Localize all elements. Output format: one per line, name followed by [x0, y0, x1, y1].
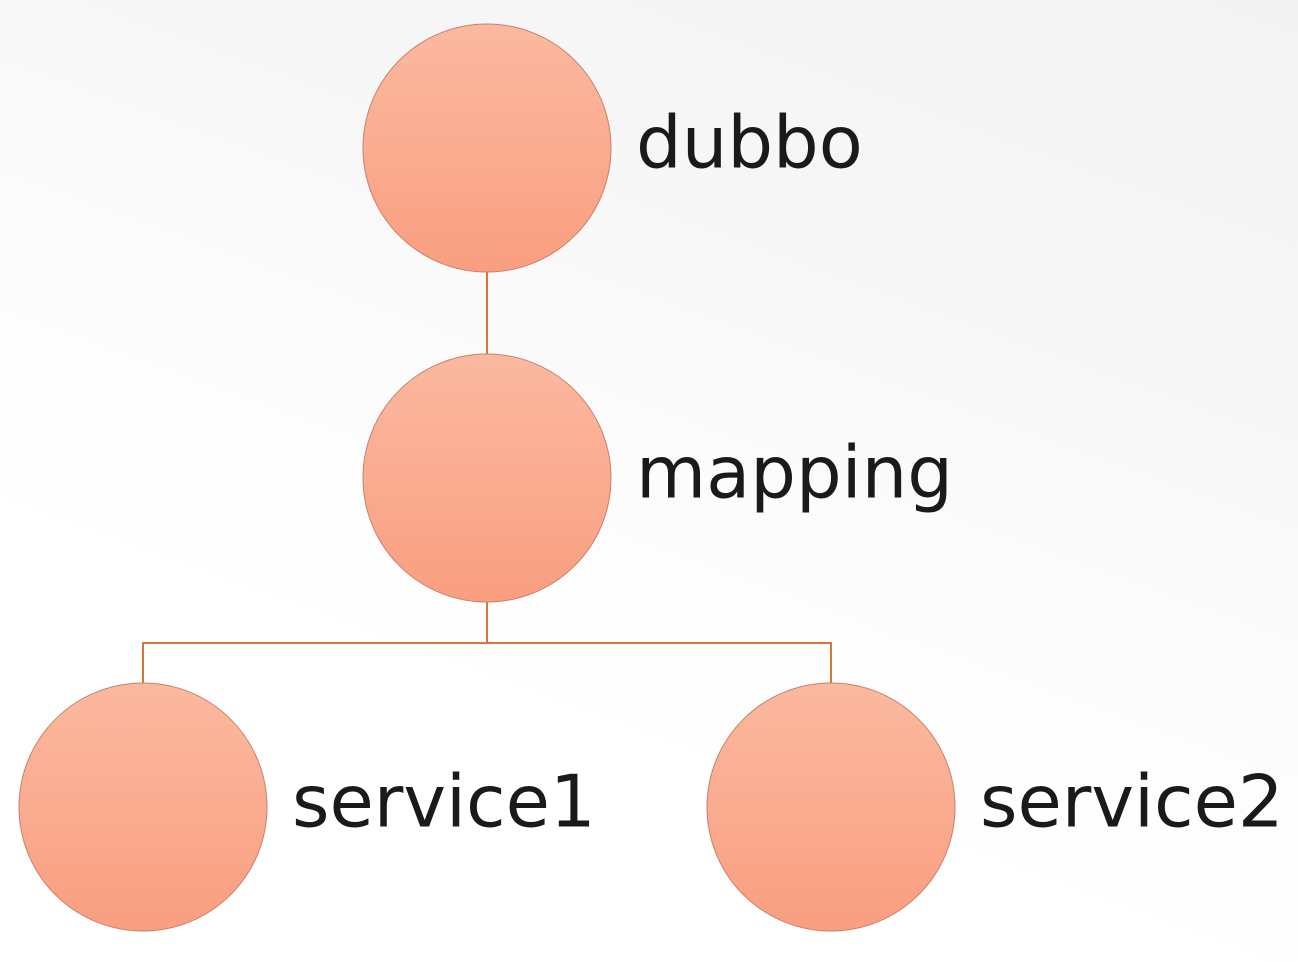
node-label-mapping: mapping	[636, 431, 953, 515]
node-label-service2: service2	[980, 760, 1284, 844]
node-circle-mapping	[362, 353, 612, 603]
node-circle-service2	[706, 682, 956, 932]
node-service1: service1	[18, 682, 596, 932]
node-circle-dubbo	[362, 23, 612, 273]
node-service2: service2	[706, 682, 1284, 932]
node-circle-service1	[18, 682, 268, 932]
node-label-service1: service1	[292, 760, 596, 844]
node-mapping: mapping	[362, 353, 953, 603]
edge-mapping-service1	[142, 642, 487, 683]
connectors	[142, 272, 832, 683]
node-dubbo: dubbo	[362, 23, 863, 273]
node-label-dubbo: dubbo	[636, 101, 863, 185]
edge-mapping-service2	[487, 642, 832, 683]
